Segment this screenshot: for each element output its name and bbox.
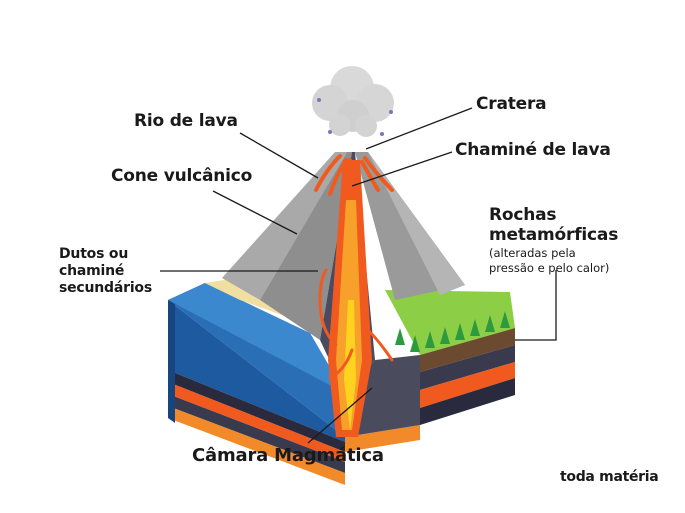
label-secondary-ducts-line2: chaminé bbox=[59, 263, 125, 279]
smoke-plume bbox=[312, 66, 394, 137]
right-block bbox=[345, 290, 515, 452]
label-metamorphic-rocks-line2: metamórficas bbox=[489, 225, 619, 245]
label-magma-chamber: Câmara Magmática bbox=[192, 445, 384, 466]
label-lava-chimney: Chaminé de lava bbox=[455, 140, 611, 160]
lava-rivers bbox=[314, 154, 394, 196]
lava-chimney-graphic bbox=[328, 160, 372, 437]
secondary-ducts bbox=[318, 268, 394, 380]
label-secondary-ducts-line3: secundários bbox=[59, 280, 152, 296]
label-lava-river: Rio de lava bbox=[134, 111, 238, 131]
label-secondary-ducts-line1: Dutos ou bbox=[59, 246, 129, 262]
left-block bbox=[168, 283, 345, 485]
label-metamorphic-rocks-line1: Rochas bbox=[489, 205, 557, 225]
label-volcanic-cone: Cone vulcânico bbox=[111, 166, 253, 186]
label-metamorphic-note-line1: (alteradas pela bbox=[489, 246, 576, 260]
leader-lines bbox=[160, 107, 557, 444]
brand-logo-text: toda matéria bbox=[560, 469, 659, 485]
label-crater: Cratera bbox=[476, 94, 547, 114]
label-metamorphic-note-line2: pressão e pelo calor) bbox=[489, 261, 610, 275]
